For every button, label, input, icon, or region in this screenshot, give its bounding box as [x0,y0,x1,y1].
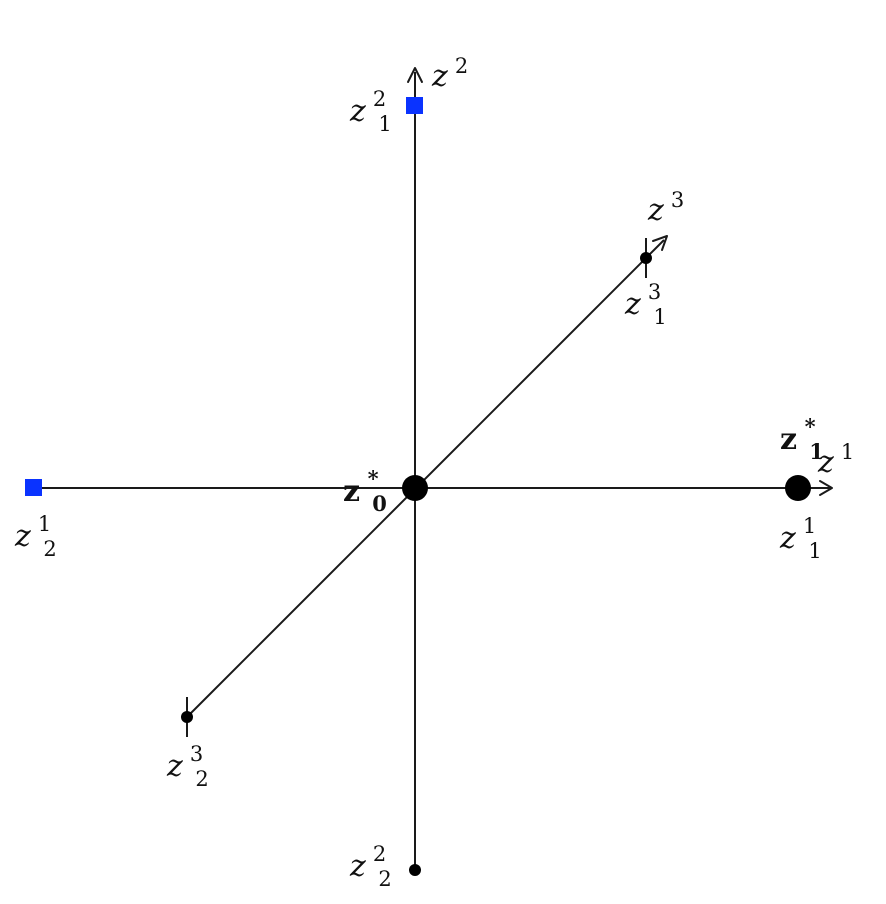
z2-2-label-base: z [349,849,366,884]
z1-3-label-sub: 1 [653,305,666,329]
z1-3-circle-marker-icon [640,252,652,264]
z1-1-label-sub: 1 [808,539,821,563]
z0-star-label-sub: 0 [372,491,387,516]
z2-axis-label-sup: 2 [455,54,468,78]
z2-2-circle-marker-icon [409,864,421,876]
z2-axis-arrow-icon [407,67,423,83]
z2-1-label-sup: 1 [38,512,51,536]
z1-2-label-sub: 1 [378,112,391,136]
z3-axis-arrow-icon [652,235,668,251]
z2-1-label: z 1 2 [14,512,57,561]
z2-1-label-base: z [14,519,31,554]
z2-3-label: z 3 2 [166,742,209,791]
z1-star-label-base: z [780,422,797,457]
z1-axis-label: z 1 [817,440,854,480]
z1-1-label-sup: 1 [803,514,816,538]
z1-star-circle-marker-icon [785,475,811,501]
z1-3-label: z 3 1 [624,280,667,329]
z2-3-label-sub: 2 [195,767,208,791]
z1-3-label-sup: 3 [648,280,661,304]
z1-1-label: z 1 1 [779,514,822,563]
z1-axis-label-sup: 1 [841,440,854,464]
z0-star-circle-marker-icon [402,475,428,501]
z2-1-square-marker-icon [25,479,42,496]
z1-2-label-base: z [349,94,366,129]
z1-axis-arrow-icon [819,480,833,496]
z3-axis-label: z 3 [647,188,684,228]
z0-star-label: z * 0 [343,466,387,516]
z0-star-label-sup: * [368,466,379,491]
z1-2-label: z 2 1 [349,87,392,136]
z1-3-label-base: z [624,287,641,322]
z3-axis-label-sup: 3 [671,188,684,212]
z2-2-label: z 2 2 [349,842,392,891]
z1-star-label-sub: 1 [809,439,824,464]
z2-3-label-sup: 3 [190,742,203,766]
z1-star-label: z * 1 [780,414,824,464]
z1-axis-label-base: z [817,445,834,480]
z2-2-label-sup: 2 [373,842,386,866]
z3-axis-label-base: z [647,193,664,228]
z1-1-label-base: z [779,521,796,556]
z2-2-label-sub: 2 [378,867,391,891]
z2-3-label-base: z [166,749,183,784]
z1-2-square-marker-icon [406,97,423,114]
z1-star-label-sup: * [805,414,816,439]
z2-3-circle-marker-icon [181,711,193,723]
z2-axis-label-base: z [431,59,448,94]
z2-axis-label: z 2 [431,54,468,94]
z3-axis-line [186,239,665,718]
z1-2-label-sup: 2 [373,87,386,111]
z2-1-label-sub: 2 [43,537,56,561]
z0-star-label-base: z [343,474,360,509]
